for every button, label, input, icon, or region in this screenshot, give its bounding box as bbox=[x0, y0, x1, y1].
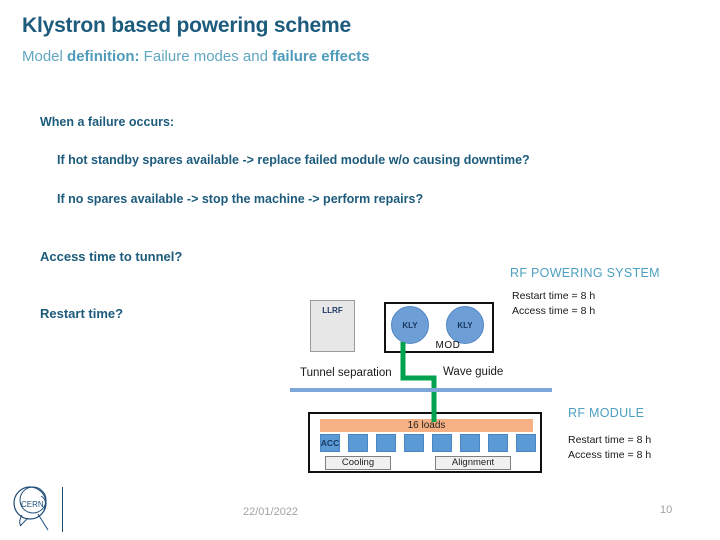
cern-logo-text: CERN bbox=[21, 500, 44, 509]
acc-square: ACC bbox=[320, 434, 340, 452]
logo-separator bbox=[62, 487, 63, 532]
slide-title: Klystron based powering scheme bbox=[22, 14, 351, 37]
failure-intro-text: When a failure occurs: bbox=[40, 115, 175, 129]
rf-module-box: 16 loads ACC Cooling Alignment bbox=[308, 412, 542, 473]
kly1-label: KLY bbox=[402, 320, 418, 330]
load-square bbox=[516, 434, 536, 452]
rps-restart-time: Restart time = 8 h bbox=[512, 290, 596, 302]
wave-guide-label: Wave guide bbox=[443, 366, 504, 378]
llrf-label: LLRF bbox=[322, 306, 343, 315]
rm-access-time: Access time = 8 h bbox=[568, 449, 652, 461]
tunnel-separation-label: Tunnel separation bbox=[300, 367, 392, 379]
slide-subtitle: Model definition: Failure modes and fail… bbox=[22, 48, 370, 65]
rf-powering-system-heading: RF POWERING SYSTEM bbox=[510, 266, 660, 280]
footer-page-number: 10 bbox=[660, 504, 673, 516]
loads-bar: 16 loads bbox=[320, 419, 533, 432]
restart-time-question: Restart time? bbox=[40, 306, 124, 321]
load-square bbox=[404, 434, 424, 452]
footer-date: 22/01/2022 bbox=[243, 506, 299, 518]
rf-module-heading: RF MODULE bbox=[568, 406, 645, 420]
tunnel-separation-line bbox=[290, 388, 552, 392]
load-square bbox=[376, 434, 396, 452]
modulator-box: KLY KLY MOD bbox=[384, 302, 494, 353]
klystron-circle-1: KLY bbox=[391, 306, 429, 344]
rf-powering-system-times: Restart time = 8 h Access time = 8 h bbox=[512, 289, 595, 319]
acc-label: ACC bbox=[320, 438, 340, 448]
no-spares-line: If no spares available -> stop the machi… bbox=[57, 192, 424, 206]
load-square bbox=[460, 434, 480, 452]
mod-label: MOD bbox=[435, 340, 461, 351]
rps-access-time: Access time = 8 h bbox=[512, 305, 596, 317]
cern-logo: CERN bbox=[13, 486, 49, 531]
subtitle-part4: failure effects bbox=[272, 48, 370, 65]
waveguide-connector bbox=[400, 342, 437, 422]
load-square bbox=[348, 434, 368, 452]
subtitle-part1: Model bbox=[22, 48, 68, 65]
klystron-circle-2: KLY bbox=[446, 306, 484, 344]
rf-module-times: Restart time = 8 h Access time = 8 h bbox=[568, 433, 651, 463]
cooling-box: Cooling bbox=[325, 456, 391, 470]
hot-standby-line: If hot standby spares available -> repla… bbox=[57, 153, 530, 167]
rm-restart-time: Restart time = 8 h bbox=[568, 434, 652, 446]
llrf-box: LLRF bbox=[310, 300, 355, 352]
subtitle-part3: Failure modes and bbox=[139, 48, 273, 65]
load-square bbox=[488, 434, 508, 452]
access-time-question: Access time to tunnel? bbox=[40, 249, 183, 264]
alignment-box: Alignment bbox=[435, 456, 511, 470]
subtitle-part2: definition: bbox=[67, 48, 140, 65]
load-square bbox=[432, 434, 452, 452]
accelerating-structures-row: ACC bbox=[320, 434, 536, 452]
kly2-label: KLY bbox=[457, 320, 473, 330]
